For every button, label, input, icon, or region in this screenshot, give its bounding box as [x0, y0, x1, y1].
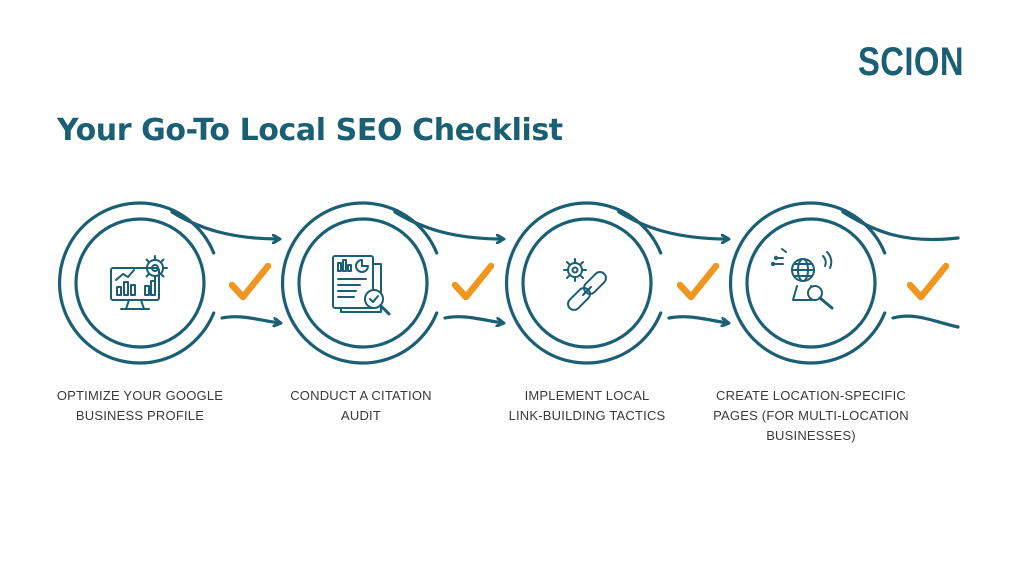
check-icon — [906, 262, 950, 301]
step-3-label: IMPLEMENT LOCAL LINK-BUILDING TACTICS — [508, 388, 666, 423]
step-2-outer-ring — [280, 201, 439, 365]
step-4-label: CREATE LOCATION-SPECIFIC PAGES (FOR MULT… — [713, 388, 909, 443]
step-4-inner-ring — [745, 217, 877, 349]
step-3-node — [504, 201, 663, 365]
step-3-outer-ring — [504, 201, 663, 365]
check-icon — [451, 262, 495, 301]
globe-search-icon — [770, 248, 834, 310]
gear-link-icon — [563, 258, 607, 311]
step-1-node — [57, 201, 216, 365]
check-icon — [228, 262, 272, 301]
step-3-inner-ring — [521, 217, 653, 349]
step-1-label: OPTIMIZE YOUR GOOGLE BUSINESS PROFILE — [56, 388, 224, 423]
step-2-label: CONDUCT A CITATION AUDIT — [290, 388, 432, 423]
connector-4 — [841, 210, 960, 329]
document-audit-icon — [332, 255, 391, 316]
analytics-dashboard-icon — [110, 255, 168, 310]
step-1-outer-ring — [57, 201, 216, 365]
step-1-inner-ring — [74, 217, 206, 349]
step-2-inner-ring — [297, 217, 429, 349]
step-2-node — [280, 201, 439, 365]
scion-logo: SCION — [858, 40, 964, 84]
step-4-outer-ring — [728, 201, 887, 365]
step-4-node — [728, 201, 887, 365]
connector-1 — [170, 210, 280, 323]
check-icon — [676, 262, 720, 301]
page-title: Your Go-To Local SEO Checklist — [57, 113, 563, 148]
connector-3 — [617, 210, 728, 323]
connector-2 — [393, 210, 503, 323]
